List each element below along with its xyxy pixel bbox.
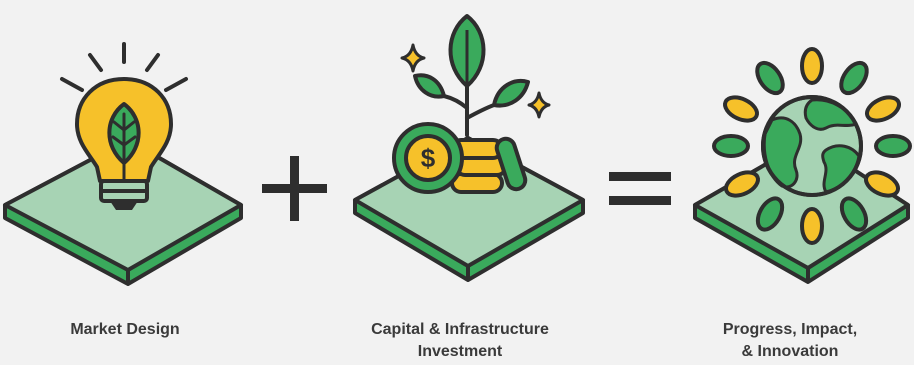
caption-capital-line2: Investment [417, 343, 503, 360]
coins-sprout-icon: $ [392, 14, 551, 194]
caption-progress-line1: Progress, Impact, [722, 321, 858, 338]
plus-icon [262, 156, 327, 221]
globe-leaves-icon [712, 47, 912, 245]
caption-progress-line2: & Innovation [741, 343, 839, 360]
caption-market-design-text: Market Design [70, 321, 180, 338]
caption-progress-impact: Progress, Impact, & Innovation [690, 319, 890, 363]
dollar-sign: $ [421, 143, 436, 173]
equals-icon [609, 172, 671, 205]
caption-market-design: Market Design [40, 319, 210, 341]
caption-capital-line1: Capital & Infrastructure [371, 321, 549, 338]
lightbulb-leaf-icon [60, 42, 188, 210]
platform-market-design [3, 138, 243, 286]
caption-capital-investment: Capital & Infrastructure Investment [330, 319, 590, 363]
